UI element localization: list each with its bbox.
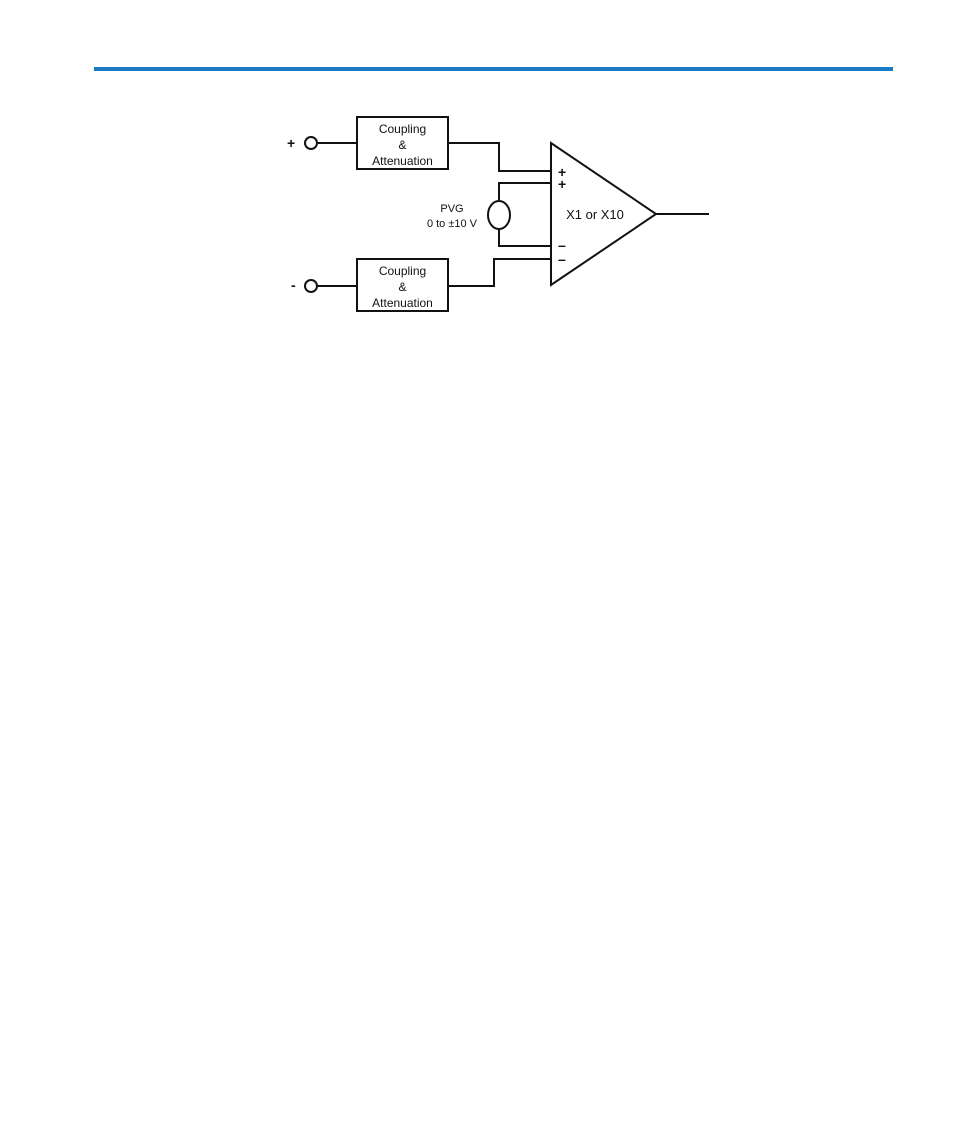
input-minus-terminal [305,280,317,292]
wire-source-lower [499,229,551,246]
pvg-source-label-line2: 0 to ±10 V [427,218,478,230]
coupling-block-bottom-line1: Coupling [379,264,426,278]
amp-minus-lower: – [558,251,566,267]
input-minus-label: - [291,277,296,293]
coupling-block-bottom-line2: & [398,280,406,294]
input-plus-terminal [305,137,317,149]
input-plus-label: + [287,135,295,151]
wire-source-upper [499,183,551,200]
amp-plus-lower: + [558,176,566,192]
wire-top-block-to-amp [448,143,551,171]
pvg-source-label-line1: PVG [440,203,463,215]
coupling-block-bottom-line3: Attenuation [372,296,433,310]
coupling-block-top-line2: & [398,138,406,152]
pvg-source-symbol [488,201,510,229]
amp-gain-label: X1 or X10 [566,207,624,222]
coupling-block-top-line3: Attenuation [372,154,433,168]
wire-bottom-block-to-amp [448,259,551,286]
coupling-block-top-line1: Coupling [379,122,426,136]
